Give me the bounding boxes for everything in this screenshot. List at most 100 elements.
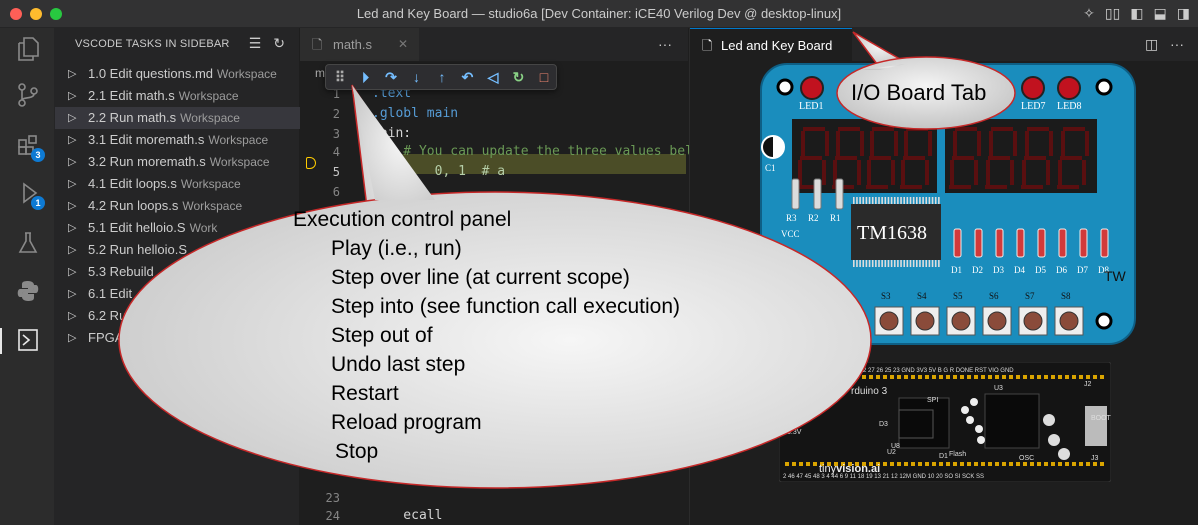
play-task-icon[interactable]: ▷ bbox=[68, 68, 77, 80]
display-segment bbox=[838, 127, 860, 131]
push-button-cap[interactable] bbox=[1059, 311, 1079, 331]
split-editor-icon[interactable]: ◫ bbox=[1145, 36, 1159, 52]
push-button-cap[interactable] bbox=[879, 311, 899, 331]
task-source: Workspace bbox=[180, 111, 240, 125]
refresh-icon[interactable]: ↻ bbox=[273, 35, 285, 51]
grip-icon[interactable]: ⠿ bbox=[334, 69, 346, 85]
step-out-icon[interactable]: ↑ bbox=[438, 69, 446, 85]
play-task-icon[interactable]: ▷ bbox=[68, 244, 77, 256]
play-task-icon[interactable]: ▷ bbox=[68, 178, 77, 190]
play-task-icon[interactable]: ▷ bbox=[68, 266, 77, 278]
reverse-icon[interactable]: ◁ bbox=[487, 69, 499, 85]
maximize-window-button[interactable] bbox=[50, 8, 62, 20]
header-pin bbox=[869, 375, 873, 379]
header-pin bbox=[1016, 375, 1020, 379]
close-tab-icon[interactable]: ✕ bbox=[398, 37, 409, 51]
header-pin bbox=[974, 462, 978, 466]
switch-label: S5 bbox=[953, 291, 963, 301]
play-task-icon[interactable]: ▷ bbox=[68, 200, 77, 212]
display-segment bbox=[822, 160, 826, 185]
diode-label: D8 bbox=[1098, 265, 1109, 275]
header-pin bbox=[1009, 462, 1013, 466]
extensions-icon[interactable] bbox=[14, 132, 42, 160]
step-into-icon[interactable]: ↓ bbox=[413, 69, 420, 85]
play-task-icon[interactable]: ▷ bbox=[68, 288, 77, 300]
toggle-sidebar-icon[interactable]: ◧ bbox=[1130, 5, 1144, 21]
run-debug-icon[interactable] bbox=[14, 180, 42, 208]
collapse-all-icon[interactable]: ☰ bbox=[248, 35, 262, 51]
step-over-icon[interactable]: ↷ bbox=[385, 69, 397, 85]
code-line[interactable]: .globl main bbox=[372, 106, 459, 121]
task-item[interactable]: ▷5.3 Rebuild bbox=[55, 261, 300, 283]
close-window-button[interactable] bbox=[10, 8, 22, 20]
display-segment bbox=[1063, 127, 1085, 131]
sidebar-title: VSCODE TASKS IN SIDEBAR bbox=[75, 38, 230, 50]
display-segment bbox=[836, 131, 840, 156]
task-item[interactable]: ▷5.2 Run helloio.S bbox=[55, 239, 300, 261]
files-icon[interactable] bbox=[14, 36, 42, 64]
push-button-cap[interactable] bbox=[987, 311, 1007, 331]
python-icon[interactable] bbox=[14, 278, 42, 306]
push-button-cap[interactable] bbox=[1023, 311, 1043, 331]
play-task-icon[interactable]: ▷ bbox=[68, 134, 77, 146]
fpga-silkscreen-label: D1 bbox=[939, 453, 948, 460]
step-back-icon[interactable]: ↶ bbox=[461, 69, 474, 85]
header-pin bbox=[918, 375, 922, 379]
task-item[interactable]: ▷6.2 Run bbox=[55, 305, 300, 327]
play-task-icon[interactable]: ▷ bbox=[68, 112, 77, 124]
header-pin bbox=[883, 462, 887, 466]
code-line[interactable]: # You can update the three values below bbox=[372, 144, 709, 159]
toggle-panel-icon[interactable]: ⬓ bbox=[1153, 5, 1167, 21]
tab-led-and-key-board[interactable]: 🗋 Led and Key Board bbox=[690, 28, 852, 61]
play-task-icon[interactable]: ▷ bbox=[68, 222, 77, 234]
chip-pin bbox=[853, 197, 855, 204]
play-task-icon[interactable]: ▷ bbox=[68, 332, 77, 344]
more-actions-icon[interactable]: ··· bbox=[1170, 36, 1184, 52]
task-item[interactable]: ▷6.1 Edit bbox=[55, 283, 300, 305]
display-segment bbox=[1057, 185, 1079, 189]
display-segment bbox=[1013, 131, 1017, 156]
execution-callout-item: Reload program bbox=[331, 411, 482, 434]
push-button-cap[interactable] bbox=[915, 311, 935, 331]
play-task-icon[interactable]: ▷ bbox=[68, 310, 77, 322]
display-segment bbox=[977, 131, 981, 156]
layout-controls: ✧ ▯▯ ◧ ⬓ ◨ bbox=[1083, 5, 1190, 22]
switch-label: S7 bbox=[1025, 291, 1035, 301]
chip-pin bbox=[909, 260, 912, 267]
task-label: FPGA bbox=[88, 327, 127, 349]
header-pin bbox=[883, 375, 887, 379]
execution-callout-item: Undo last step bbox=[331, 353, 466, 376]
tasks-icon[interactable] bbox=[14, 327, 42, 355]
play-task-icon[interactable]: ▷ bbox=[68, 90, 77, 102]
more-actions-icon[interactable]: ··· bbox=[658, 36, 672, 52]
resistor bbox=[835, 178, 844, 210]
play-task-icon[interactable]: ▷ bbox=[68, 156, 77, 168]
minimize-window-button[interactable] bbox=[30, 8, 42, 20]
copilot-icon[interactable]: ✧ bbox=[1083, 5, 1095, 21]
push-button-cap[interactable] bbox=[951, 311, 971, 331]
code-line[interactable]: ecall bbox=[372, 508, 443, 523]
breadcrumb[interactable]: m bbox=[315, 66, 325, 80]
continue-icon[interactable]: ⏵ bbox=[362, 69, 369, 85]
resistor-label: R3 bbox=[786, 213, 797, 223]
layout-icon[interactable]: ▯▯ bbox=[1104, 5, 1121, 21]
task-item[interactable]: ▷ FPGA bbox=[55, 327, 300, 349]
testing-icon[interactable] bbox=[14, 230, 42, 258]
tab-math-s[interactable]: 🗋 math.s ✕ bbox=[300, 28, 420, 61]
toggle-secondary-sidebar-icon[interactable]: ◨ bbox=[1176, 5, 1190, 21]
code-line[interactable]: main: bbox=[372, 126, 412, 141]
source-control-icon[interactable] bbox=[14, 82, 42, 110]
header-pin bbox=[1058, 375, 1062, 379]
stop-icon[interactable]: □ bbox=[539, 69, 549, 85]
code-line[interactable]: 0, 1 # a bbox=[372, 164, 506, 179]
restart-icon[interactable]: ↻ bbox=[512, 69, 525, 85]
